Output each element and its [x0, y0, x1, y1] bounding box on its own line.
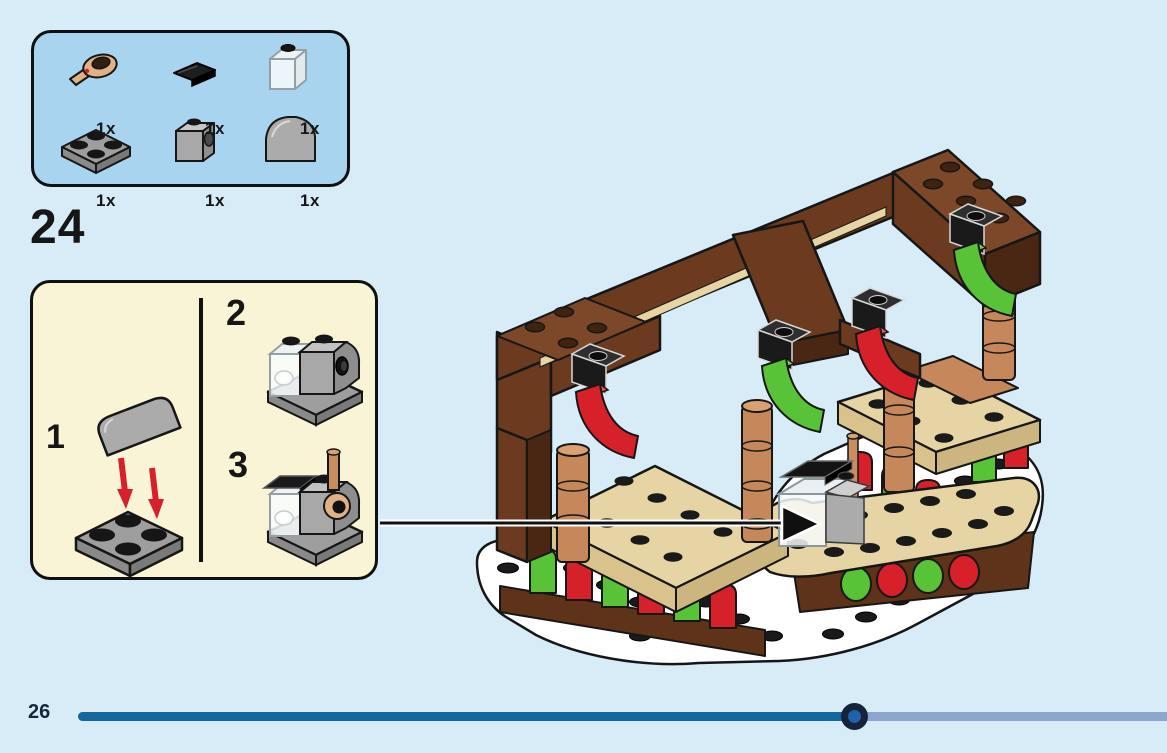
substep3-graphic	[261, 448, 364, 567]
arch-red-1	[570, 343, 639, 459]
substep-2-label: 2	[226, 292, 247, 333]
gray-headlight-brick-1x1-icon	[175, 118, 215, 162]
part-count: 1x	[205, 191, 225, 210]
substep-3-label: 3	[228, 444, 249, 485]
part-count: 1x	[96, 191, 116, 210]
progress-handle[interactable]	[841, 703, 868, 730]
black-tile-1x2-icon	[173, 62, 216, 88]
left-counter	[499, 464, 790, 657]
nougat-columns-left	[556, 399, 773, 563]
part-count: 1x	[205, 119, 225, 138]
parts-callout-panel: 1x 1x 1x 1x 1x 1x	[31, 30, 350, 210]
part-count: 1x	[300, 191, 320, 210]
gray-curved-slope-1x2-icon	[265, 116, 316, 162]
trans-clear-brick-1x1-icon	[269, 44, 307, 90]
progress-fill	[78, 712, 848, 721]
arch-green-4	[948, 203, 1017, 317]
placement-arrow	[117, 457, 164, 519]
part-count: 1x	[96, 119, 116, 138]
page-number: 26	[28, 701, 51, 723]
callout-arrow	[380, 504, 823, 544]
arch-green-2	[756, 319, 825, 433]
hanging-arches	[570, 203, 1017, 459]
column-mid-left	[741, 399, 773, 543]
gray-plate-2x2-icon	[61, 129, 131, 174]
arch-red-3	[850, 287, 919, 401]
substep-1-label: 1	[46, 418, 65, 456]
step-number: 24	[30, 201, 86, 254]
column-left	[556, 443, 590, 563]
progress-slider[interactable]	[78, 712, 1167, 721]
part-count: 1x	[300, 119, 320, 138]
parts-icons	[61, 44, 316, 174]
roof-frame	[495, 148, 1042, 382]
substep2-graphic	[266, 334, 364, 427]
pan-utensil-icon	[69, 53, 118, 86]
substep1-graphic	[74, 396, 184, 578]
